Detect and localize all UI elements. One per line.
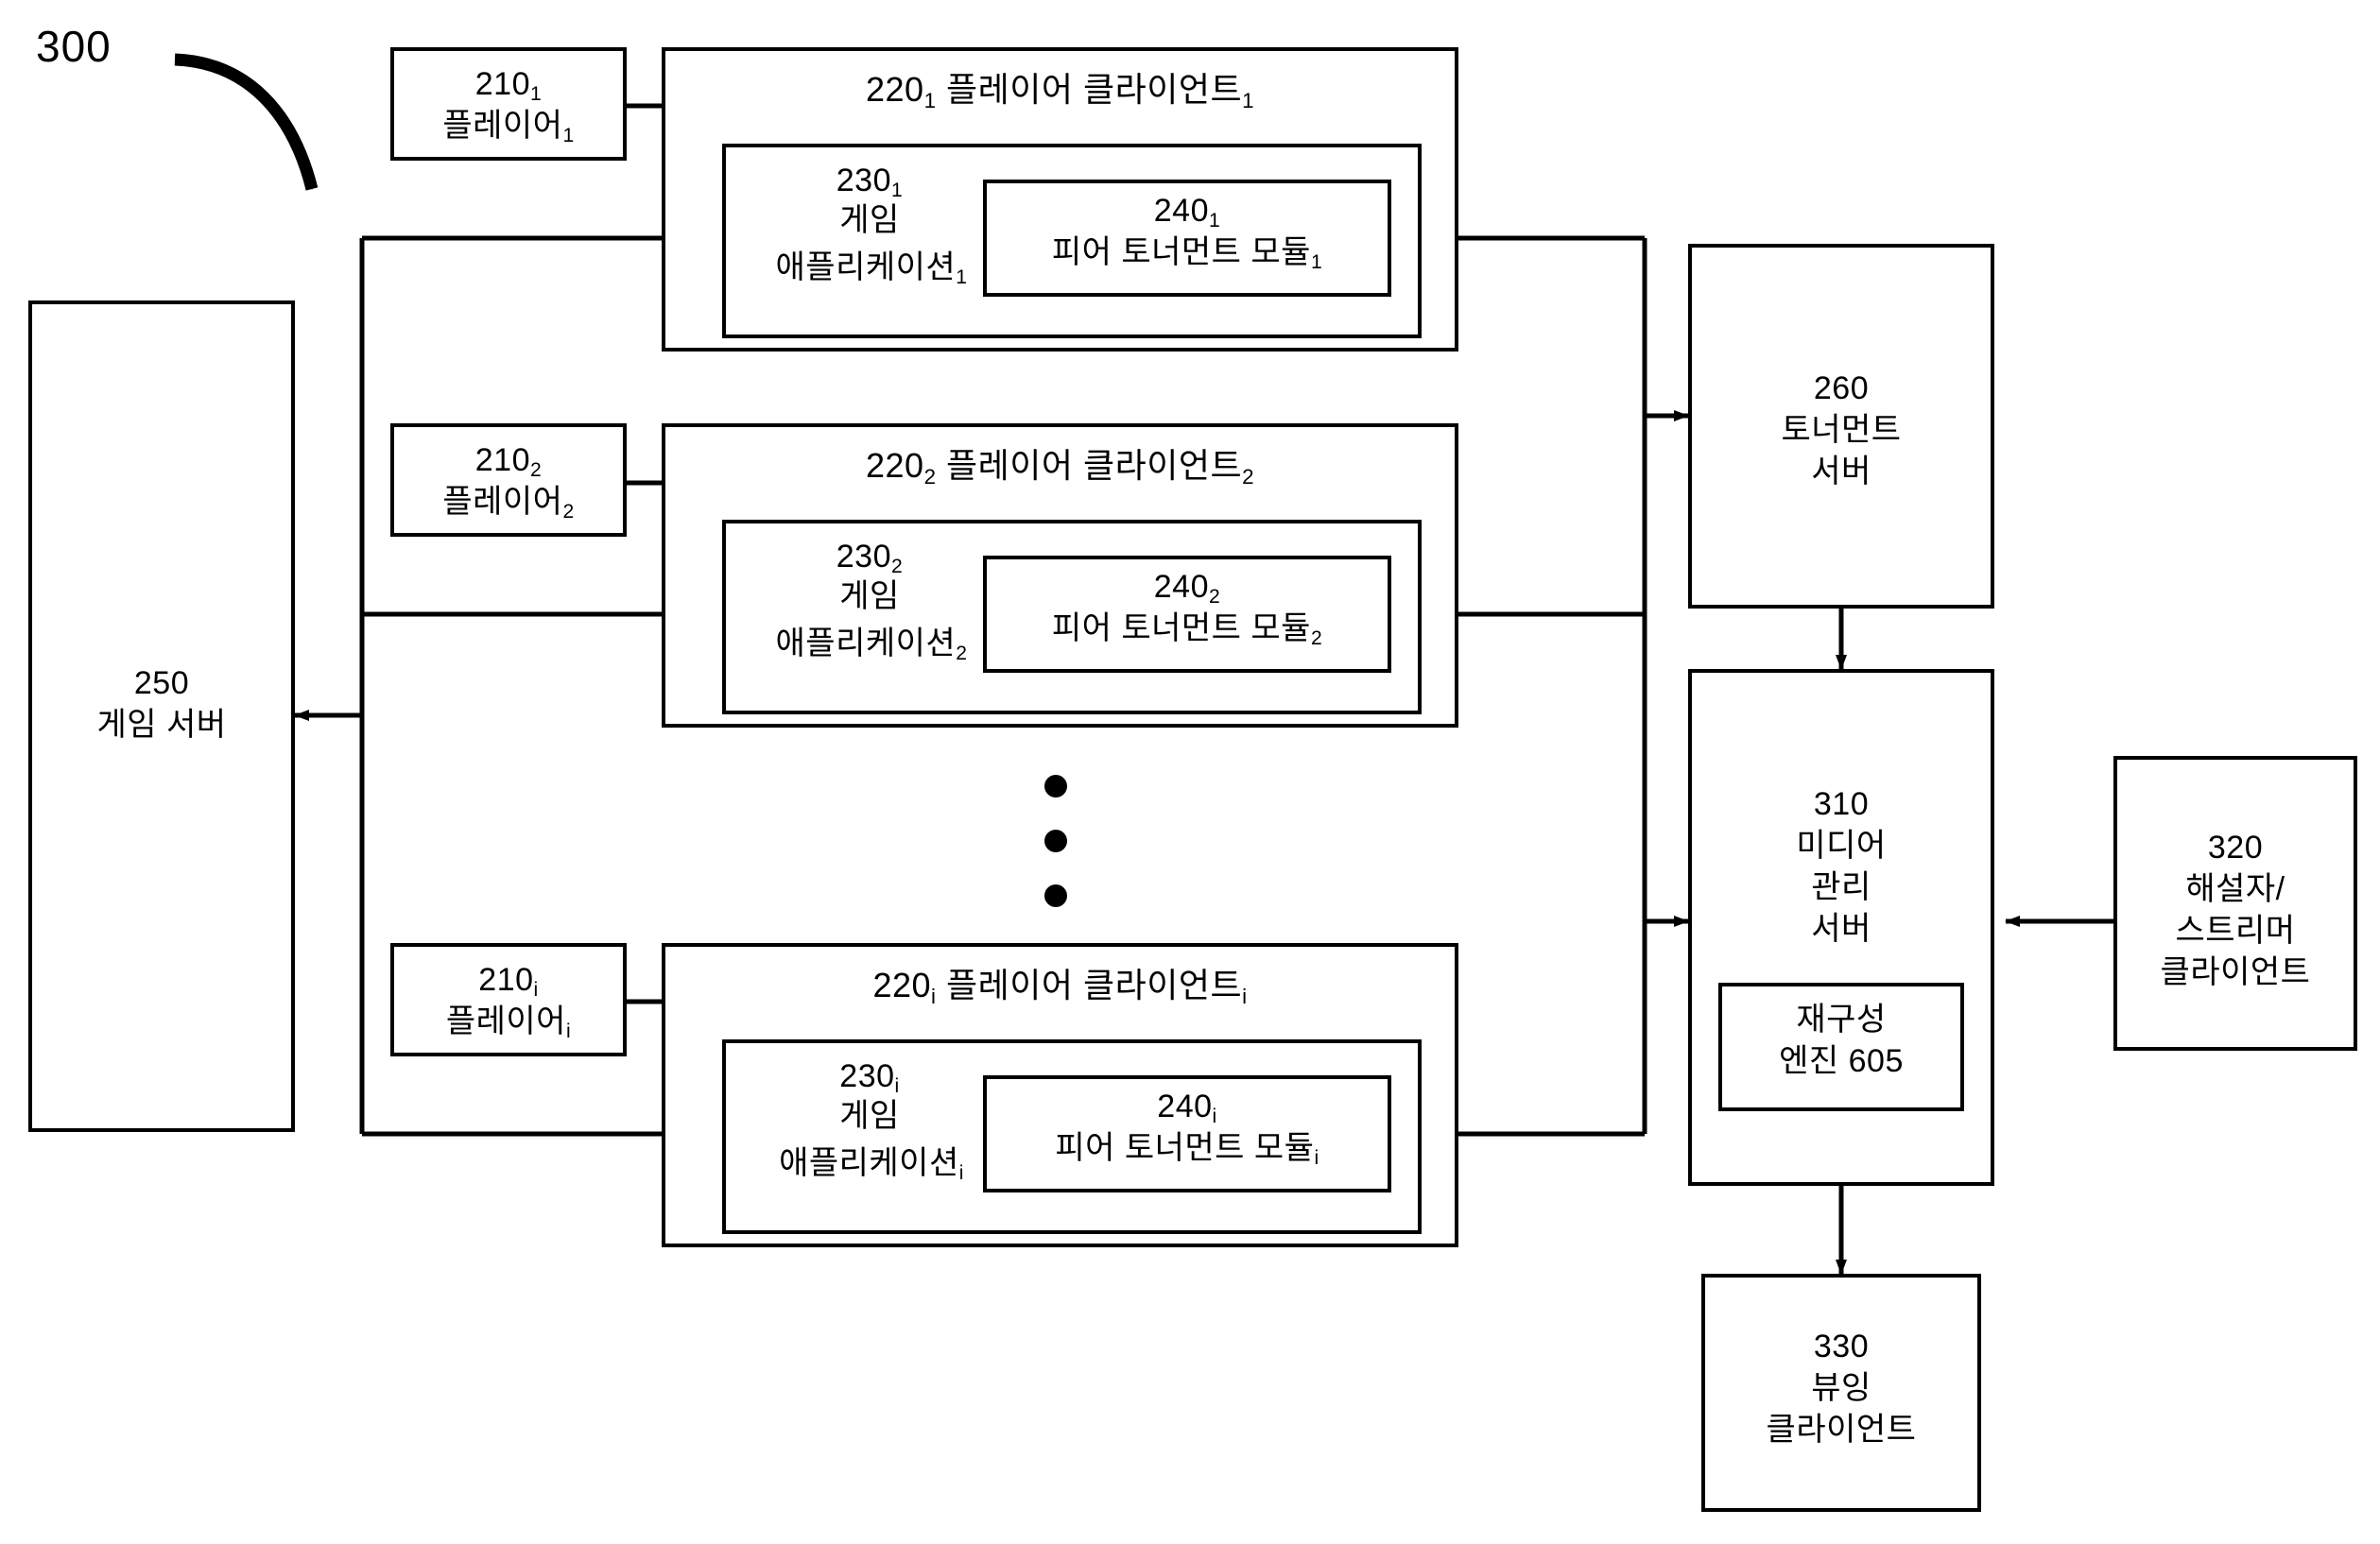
tournament-server-ref: 260 [1813,370,1870,406]
commentator-client-line3: 클라이언트 [2160,954,2311,990]
module-label-1: 피어 토너먼트 모듈1 [1051,234,1323,274]
viewing-client-line2: 클라이언트 [1766,1412,1917,1448]
player-ref-2: 2102 [474,442,543,482]
tournament-server-line1: 토너먼트 [1781,412,1902,448]
module-ref-i: 240i [1157,1089,1217,1128]
ellipsis-dot [1044,775,1067,798]
player-label-i: 플레이어i [445,1004,572,1043]
peer-tournament-module-box-2[interactable]: 2402 피어 토너먼트 모듈2 [983,556,1391,673]
game-app-line1-i: 게임 [839,1098,900,1134]
viewing-client-line1: 뷰잉 [1811,1370,1871,1406]
game-app-line1-2: 게임 [839,578,900,614]
peer-tournament-module-box-i[interactable]: 240i 피어 토너먼트 모듈i [983,1075,1391,1192]
viewing-client-ref: 330 [1813,1329,1870,1364]
player-ref-i: 210i [478,962,539,1002]
game-app-ref-1: 2301 [836,163,904,202]
tournament-server-line2: 서버 [1811,454,1871,489]
game-server-name: 게임 서버 [96,707,227,743]
player-box-i[interactable]: 210i 플레이어i [390,943,627,1056]
game-app-line1-1: 게임 [839,202,900,238]
game-app-line2-2: 애플리케이션2 [775,626,968,665]
commentator-client-ref: 320 [2207,830,2264,866]
game-app-line2-1: 애플리케이션1 [775,249,968,289]
game-app-line2-i: 애플리케이션i [779,1145,964,1185]
module-ref-1: 2401 [1153,193,1221,232]
game-server-box[interactable]: 250 게임 서버 [28,300,295,1132]
commentator-streamer-client-box[interactable]: 320 해설자/ 스트리머 클라이언트 [2113,756,2357,1051]
reconfig-engine-line1: 재구성 [1796,1002,1887,1038]
game-server-ref: 250 [133,665,190,701]
commentator-client-line1: 해설자/ [2185,871,2285,907]
media-server-line3: 서버 [1811,911,1871,947]
module-label-2: 피어 토너먼트 모듈2 [1051,610,1323,650]
player-box-2[interactable]: 2102 플레이어2 [390,423,627,537]
game-app-ref-i: 230i [839,1058,900,1098]
module-ref-2: 2402 [1153,569,1221,609]
figure-number: 300 [36,22,112,71]
ellipsis-dot [1044,830,1067,852]
media-management-server-box[interactable]: 310 미디어 관리 서버 재구성 엔진 605 [1688,669,1994,1186]
player-box-1[interactable]: 2101 플레이어1 [390,47,627,161]
media-server-line1: 미디어 [1796,828,1887,864]
media-server-ref: 310 [1813,786,1870,822]
player-label-1: 플레이어1 [442,108,575,147]
peer-tournament-module-box-1[interactable]: 2401 피어 토너먼트 모듈1 [983,180,1391,297]
player-client-title-1: 2201 플레이어 클라이언트1 [865,70,1255,112]
media-server-line2: 관리 [1811,869,1871,905]
game-app-ref-2: 2302 [836,539,904,578]
reconfig-engine-line2: 엔진 605 [1779,1043,1904,1079]
viewing-client-box[interactable]: 330 뷰잉 클라이언트 [1701,1274,1981,1512]
commentator-client-line2: 스트리머 [2175,913,2296,949]
module-label-i: 피어 토너먼트 모듈i [1055,1130,1319,1170]
player-ref-1: 2101 [474,66,543,106]
reconfiguration-engine-box[interactable]: 재구성 엔진 605 [1718,983,1964,1111]
player-client-title-2: 2202 플레이어 클라이언트2 [865,446,1255,489]
player-label-2: 플레이어2 [442,484,575,523]
player-client-title-i: 220i 플레이어 클라이언트i [872,966,1248,1008]
tournament-server-box[interactable]: 260 토너먼트 서버 [1688,244,1994,609]
ellipsis-dot [1044,884,1067,907]
